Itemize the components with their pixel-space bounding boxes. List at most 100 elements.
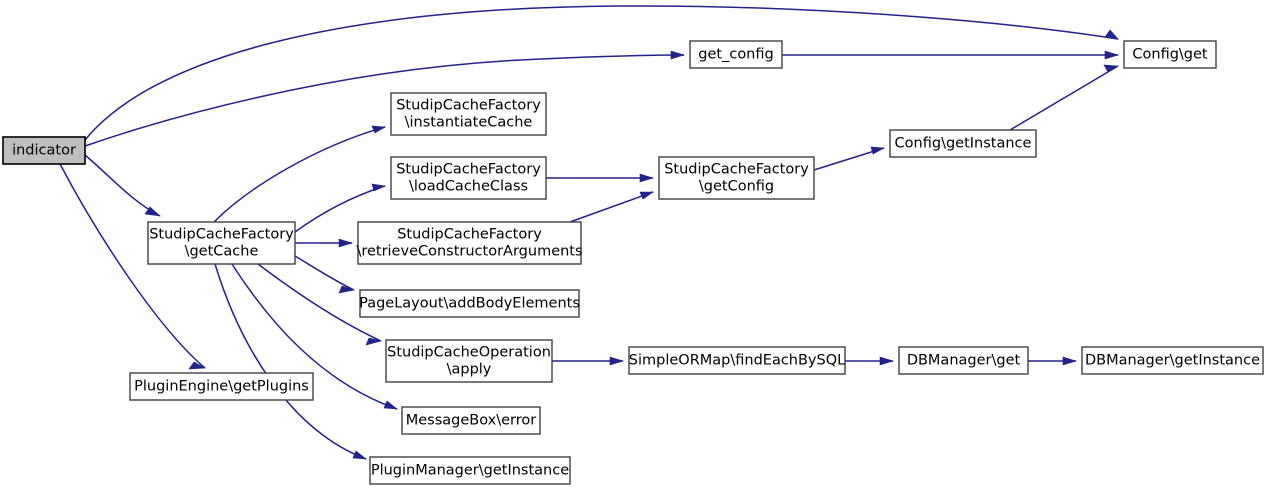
edge-line [84,54,685,147]
edge-get_cache-to-add_body_elements [294,255,356,294]
edge-line [84,154,161,217]
node-label-line: \getConfig [699,179,774,195]
node-add_body_elements[interactable]: PageLayout\addBodyElements [359,289,580,318]
edge-get_cache-to-retrieve_constructor_arguments [295,238,354,248]
node-label-line: StudipCacheOperation [387,345,551,361]
edge-line [1009,65,1119,131]
node-box[interactable] [628,346,846,375]
node-config_get[interactable]: Config\get [1123,40,1217,69]
arrowhead-icon [639,173,655,183]
arrowhead-icon [1104,29,1119,40]
node-label-line: \instantiateCache [405,115,533,131]
node-label-line: \retrieveConstructorArguments [356,244,582,260]
node-label-line: \loadCacheClass [409,179,528,195]
node-instantiate_cache[interactable]: StudipCacheFactory\instantiateCache [390,92,547,136]
node-box[interactable] [129,372,314,401]
node-label-line: StudipCacheFactory [396,98,541,114]
node-messagebox_error[interactable]: MessageBox\error [401,406,541,435]
nodes-layer: indicator get_config Config\getStudipCache… [2,40,1264,485]
node-box[interactable] [390,92,547,136]
node-retrieve_constructor_arguments[interactable]: StudipCacheFactory\retrieveConstructorAr… [356,221,583,265]
edges-layer [59,5,1120,460]
node-box[interactable] [1123,40,1217,69]
arrowhead-icon [383,400,398,410]
node-find_each_by_sql[interactable]: SimpleORMap\findEachBySQL [628,346,846,375]
edge-get_config-to-config_get [782,50,1120,60]
node-box[interactable] [689,40,783,69]
edge-line [59,163,206,369]
edge-line [84,5,1119,141]
node-box[interactable] [359,289,580,318]
node-label-line: indicator [12,143,76,159]
edge-indicator-to-plugin_engine_get_plugins [59,163,207,370]
edge-cache_operation_apply-to-find_each_by_sql [552,356,625,366]
node-box[interactable] [1081,346,1264,375]
node-box[interactable] [385,339,553,383]
edge-line [257,263,382,342]
arrowhead-icon [1103,64,1119,73]
node-box[interactable] [658,156,815,200]
node-label-line: DBManager\get [907,353,1021,369]
arrowhead-icon [639,191,654,200]
node-label-line: PluginEngine\getPlugins [134,379,309,395]
edge-get_config_factory-to-config_getinstance [813,146,886,171]
node-box[interactable] [390,156,547,200]
node-cache_operation_apply[interactable]: StudipCacheOperation\apply [385,339,553,383]
edge-line [294,255,355,291]
node-label-line: StudipCacheFactory [397,227,542,243]
node-label-line: StudipCacheFactory [149,227,294,243]
edge-get_cache-to-instantiate_cache [213,125,386,223]
node-box[interactable] [898,346,1029,375]
edge-line [231,263,398,410]
node-box[interactable] [369,456,571,485]
node-dbmanager_getinstance[interactable]: DBManager\getInstance [1081,346,1264,375]
arrowhead-icon [670,50,686,60]
arrowhead-icon [870,146,886,155]
node-get_config[interactable]: get_config [689,40,783,69]
node-box[interactable] [2,136,86,165]
node-load_cache_class[interactable]: StudipCacheFactory\loadCacheClass [390,156,547,200]
arrowhead-icon [338,285,356,294]
node-config_getinstance[interactable]: Config\getInstance [889,129,1037,158]
node-label-line: PluginManager\getInstance [371,463,569,479]
node-get_cache[interactable]: StudipCacheFactory\getCache [147,221,296,265]
node-box[interactable] [889,129,1037,158]
edge-line [569,191,654,223]
node-label-line: Config\get [1132,47,1208,63]
node-box[interactable] [357,221,582,265]
node-label-line: StudipCacheFactory [664,162,809,178]
edge-indicator-to-get_config [84,50,686,147]
edge-get_cache-to-load_cache_class [294,183,387,233]
edge-get_cache-to-messagebox_error [231,263,398,410]
arrowhead-icon [371,125,386,134]
node-label-line: \apply [447,362,492,378]
node-label-line: get_config [698,47,773,63]
edge-indicator-to-config_get [84,5,1119,141]
arrowhead-icon [609,356,625,366]
node-get_config_factory[interactable]: StudipCacheFactory\getConfig [658,156,815,200]
node-indicator[interactable]: indicator [2,136,86,165]
arrowhead-icon [371,183,387,192]
edge-get_cache-to-plugin_manager_getinstance [214,263,367,460]
edge-config_getinstance-to-config_get [1009,64,1119,131]
node-label-line: StudipCacheFactory [396,162,541,178]
edge-dbmanager_get-to-dbmanager_getinstance [1028,356,1078,366]
node-plugin_engine_get_plugins[interactable]: PluginEngine\getPlugins [129,372,314,401]
arrowhead-icon [1062,356,1078,366]
edge-load_cache_class-to-get_config_factory [546,173,655,183]
node-label-line: PageLayout\addBodyElements [359,296,580,312]
node-dbmanager_get[interactable]: DBManager\get [898,346,1029,375]
node-label-line: MessageBox\error [406,413,537,429]
arrowhead-icon [338,238,354,248]
arrowhead-icon [879,356,895,366]
arrowhead-icon [188,361,207,370]
arrowhead-icon [144,206,161,217]
edge-get_cache-to-cache_operation_apply [257,263,383,346]
node-plugin_manager_getinstance[interactable]: PluginManager\getInstance [369,456,571,485]
edge-indicator-to-get_cache [84,154,161,217]
node-box[interactable] [147,221,296,265]
node-label-line: SimpleORMap\findEachBySQL [629,353,845,369]
node-box[interactable] [401,406,541,435]
